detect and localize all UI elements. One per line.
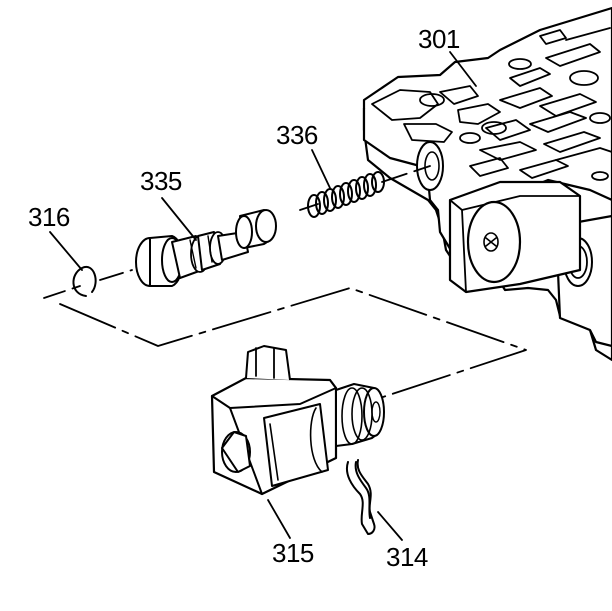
leader-301 <box>449 51 477 87</box>
callout-301: 301 <box>418 24 460 54</box>
callout-336: 336 <box>276 120 318 150</box>
valve <box>135 209 277 287</box>
leader-316 <box>49 231 83 271</box>
spring <box>307 171 385 218</box>
callout-335: 335 <box>140 166 182 196</box>
valve-body <box>362 6 612 362</box>
leader-335 <box>161 197 197 241</box>
callout-315: 315 <box>272 538 314 568</box>
leader-lines <box>49 51 477 541</box>
leader-314 <box>377 511 403 541</box>
callout-316: 316 <box>28 202 70 232</box>
retainer-ring <box>72 265 97 297</box>
solenoid <box>210 345 385 496</box>
leader-336 <box>311 149 331 189</box>
callout-314: 314 <box>386 542 428 572</box>
clip <box>346 459 376 535</box>
leader-315 <box>267 499 291 539</box>
